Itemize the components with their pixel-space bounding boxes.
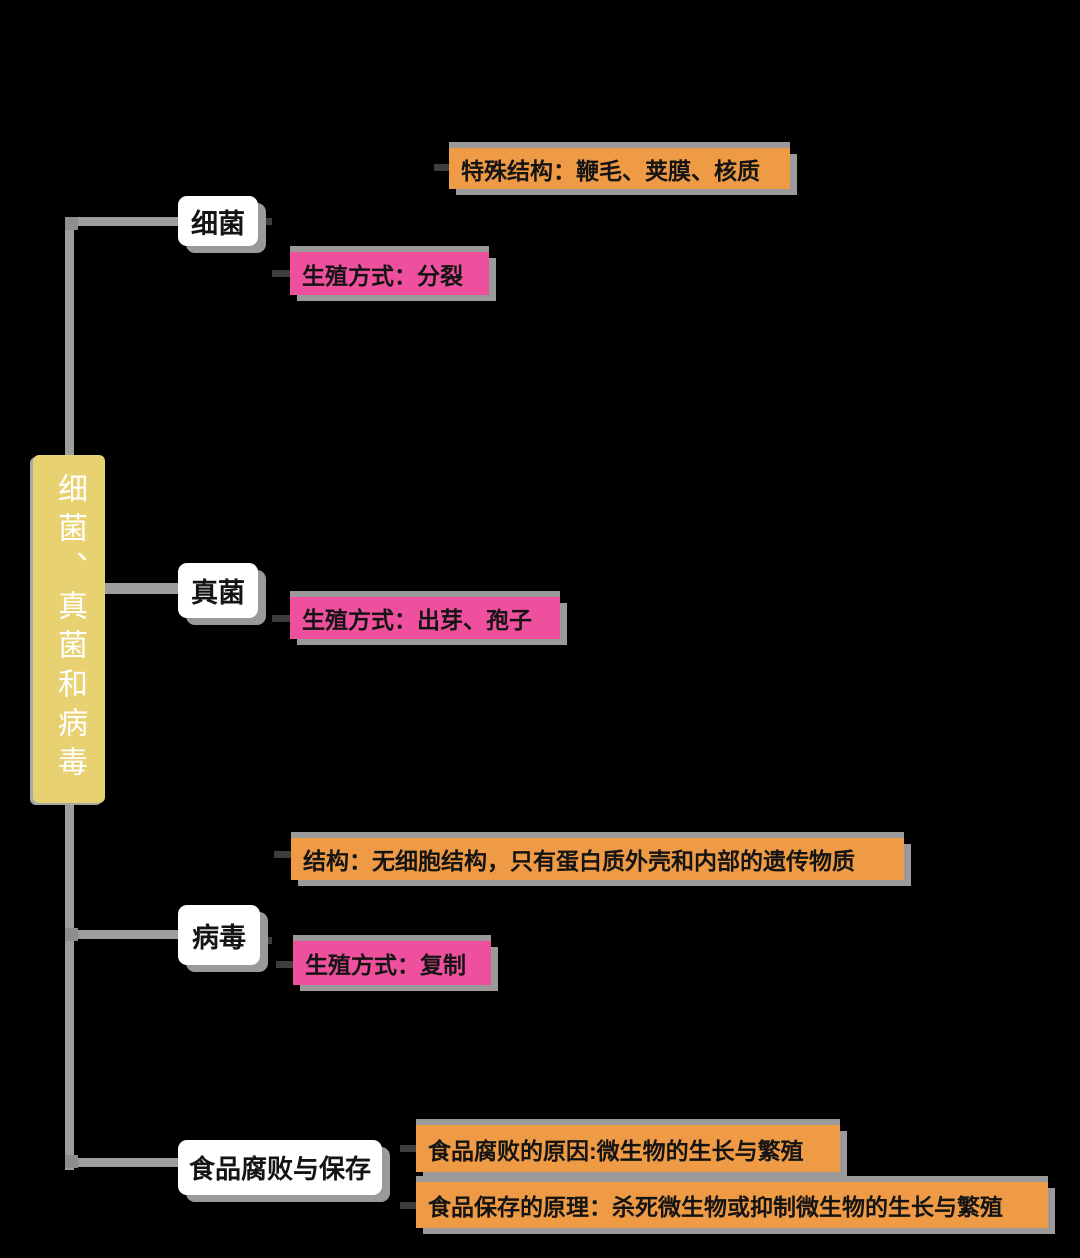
leaf-virus-structure: 结构：无细胞结构，只有蛋白质外壳和内部的遗传物质 xyxy=(291,838,904,880)
branch-connector-fungi xyxy=(100,583,178,594)
root-node: 细菌、真菌和病毒 xyxy=(33,455,105,803)
branch-node-virus: 病毒 xyxy=(178,905,260,965)
branch-node-bacteria: 细菌 xyxy=(178,196,258,246)
stub-fungi-repro-left xyxy=(272,615,290,622)
branch-node-food-spoilage: 食品腐败与保存 xyxy=(178,1140,382,1195)
branch-connector-food xyxy=(65,1158,178,1167)
branch-node-fungi: 真菌 xyxy=(178,563,258,618)
branch-connector-bacteria xyxy=(65,217,178,226)
stub-bacteria-right xyxy=(258,218,272,225)
trunk-elbow-virus xyxy=(65,928,78,941)
leaf-spoilage-cause: 食品腐败的原因:微生物的生长与繁殖 xyxy=(416,1125,840,1172)
leaf-bacteria-special-structure: 特殊结构：鞭毛、荚膜、核质 xyxy=(449,148,790,189)
leaf-bacteria-reproduction: 生殖方式：分裂 xyxy=(290,252,489,295)
leaf-virus-reproduction: 生殖方式：复制 xyxy=(293,941,491,985)
stub-virus-right xyxy=(260,937,272,944)
stub-virus-structure-left xyxy=(274,851,291,858)
stub-virus-repro-left xyxy=(276,961,293,968)
stub-bacteria-repro-left xyxy=(272,270,290,277)
trunk-elbow-bottom xyxy=(65,1155,78,1168)
leaf-preservation-principle: 食品保存的原理：杀死微生物或抑制微生物的生长与繁殖 xyxy=(416,1182,1048,1228)
stub-spoilage-cause-left xyxy=(400,1145,416,1152)
leaf-fungi-reproduction: 生殖方式：出芽、孢子 xyxy=(290,597,560,639)
trunk-elbow-top xyxy=(65,217,78,230)
stub-special-structure-left xyxy=(434,164,449,171)
stub-preservation-left xyxy=(400,1202,416,1209)
branch-connector-virus xyxy=(65,930,178,939)
